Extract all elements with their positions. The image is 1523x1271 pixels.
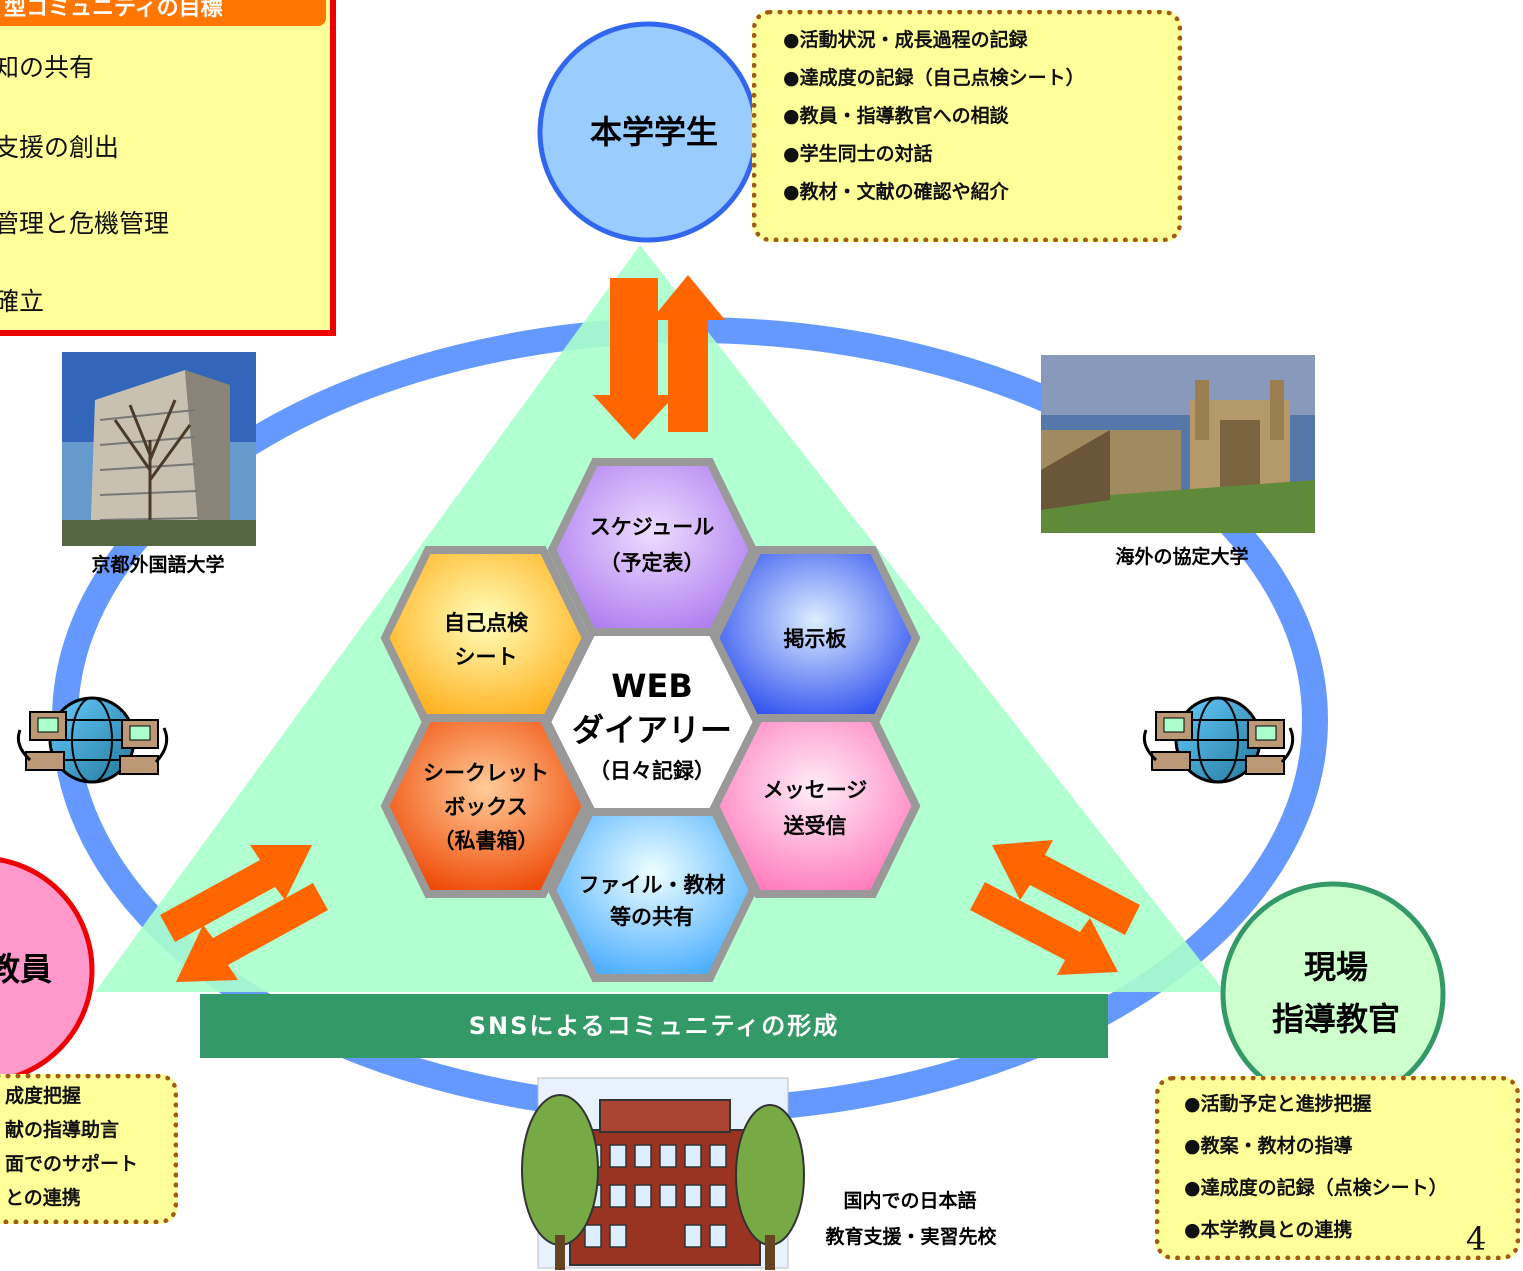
faculty-note: 面でのサポート (5, 1153, 139, 1175)
mentors-label-1: 現場 (1304, 948, 1368, 986)
cathedral-photo (1041, 355, 1315, 533)
arrow-right-up (992, 840, 1140, 935)
hex-self-check-label-2: シート (455, 645, 518, 669)
mentors-label-2: 指導教官 (1272, 1000, 1400, 1038)
students-notes-box: ●活動状況・成長過程の記録 ●達成度の記録（自己点検シート） ●教員・指導教官へ… (752, 10, 1182, 242)
mentors-note: ●本学教員との連携 (1184, 1219, 1353, 1241)
goal-item: 確立 (0, 287, 45, 316)
goal-item: 管理と危機管理 (0, 209, 170, 238)
hex-bulletin-label: 掲示板 (784, 627, 848, 651)
goals-title: 型コミュニティの目標 (0, 0, 326, 26)
arrow-left-up (160, 845, 312, 942)
hex-secret-label-1: シークレット (423, 761, 549, 785)
goal-item: 支援の創出 (0, 133, 120, 162)
globe-network-icon (1142, 696, 1295, 784)
hex-files-label-2: 等の共有 (610, 905, 694, 929)
students-label: 本学学生 (590, 113, 718, 151)
center-label-daily: （日々記録） (589, 759, 715, 783)
kufs-caption: 京都外国語大学 (91, 554, 225, 576)
hex-schedule-label-1: スケジュール (590, 515, 715, 539)
mentors-notes-box: ●活動予定と進捗把握 ●教案・教材の指導 ●達成度の記録（点検シート） ●本学教… (1155, 1076, 1520, 1260)
faculty-note: との連携 (5, 1187, 81, 1209)
hex-secret-label-2: ボックス (444, 795, 527, 819)
hex-message-label-1: メッセージ (763, 778, 868, 802)
faculty-notes-box: 成度把握 献の指導助言 面でのサポート との連携 (0, 1074, 178, 1224)
arrow-up (651, 275, 725, 432)
faculty-circle[interactable] (0, 857, 95, 1083)
hex-schedule[interactable] (547, 458, 758, 642)
students-note: ●活動状況・成長過程の記録 (783, 29, 1028, 51)
students-note: ●達成度の記録（自己点検シート） (783, 67, 1085, 89)
hex-secret-label-3: （私書箱） (434, 829, 539, 853)
hex-schedule-label-2: （予定表） (600, 551, 705, 575)
goal-item: 知の共有 (0, 53, 95, 82)
center-label-diary: ダイアリー (572, 711, 732, 749)
students-note: ●教員・指導教官への相談 (783, 105, 1009, 127)
mentors-circle[interactable] (1220, 881, 1446, 1107)
arrow-left-down (176, 883, 328, 982)
mentors-note: ●達成度の記録（点検シート） (1184, 1177, 1448, 1199)
community-goals-box: 型コミュニティの目標 知の共有 支援の創出 管理と危機管理 確立 (0, 0, 336, 336)
sns-community-bar: SNSによるコミュニティの形成 (200, 994, 1108, 1058)
page-number: 4 (1466, 1220, 1487, 1258)
hex-center[interactable] (542, 628, 762, 816)
domestic-caption-2: 教育支援・実習先校 (825, 1226, 997, 1248)
faculty-note: 献の指導助言 (5, 1119, 120, 1141)
mentors-note: ●活動予定と進捗把握 (1184, 1093, 1372, 1115)
overseas-caption: 海外の協定大学 (1115, 546, 1249, 568)
school-building-clipart (521, 1077, 805, 1270)
center-label-web: WEB (611, 667, 693, 705)
hex-group (380, 458, 921, 982)
students-note: ●学生同士の対話 (783, 143, 933, 165)
hex-self-check-label-1: 自己点検 (444, 611, 529, 635)
building-photo (62, 352, 256, 546)
hex-message-label-2: 送受信 (784, 814, 847, 838)
arrow-right-down (970, 882, 1118, 975)
globe-network-icon (16, 696, 169, 784)
domestic-caption-1: 国内での日本語 (843, 1190, 977, 1212)
faculty-note: 成度把握 (5, 1085, 82, 1107)
students-note: ●教材・文献の確認や紹介 (783, 181, 1009, 203)
mentors-note: ●教案・教材の指導 (1184, 1135, 1353, 1157)
faculty-label: 教員 (0, 950, 52, 988)
hex-files-label-1: ファイル・教材 (579, 873, 726, 897)
